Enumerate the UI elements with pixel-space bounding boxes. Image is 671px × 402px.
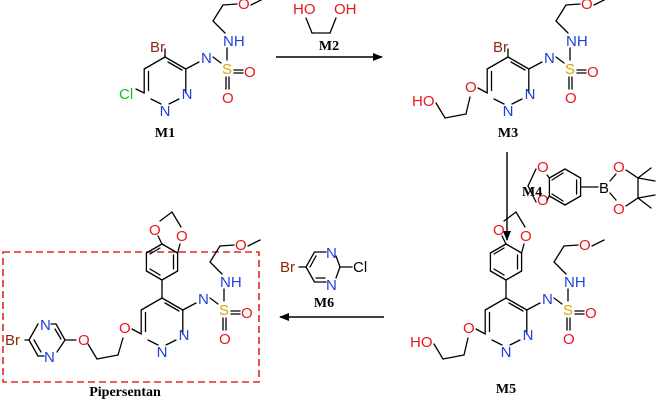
step-2: M4 O O B O O bbox=[503, 152, 656, 241]
highlight-box bbox=[2, 251, 260, 383]
bromine-atom: Br bbox=[150, 39, 165, 56]
m4-label: M4 bbox=[522, 185, 542, 200]
m6-n-bottom: N bbox=[326, 277, 337, 294]
m4-o-b-bottom: O bbox=[613, 201, 625, 218]
compound-m4: O O B O O bbox=[527, 159, 656, 218]
m5-label: M5 bbox=[496, 382, 516, 397]
product-pyr-n-bottom: N bbox=[44, 349, 55, 366]
compound-pipersentan: O O N N Br Pipersentan bbox=[2, 211, 261, 400]
boron-atom: B bbox=[599, 180, 609, 197]
compound-m5: M5 bbox=[409, 211, 605, 397]
step-3: Br N N Cl M6 bbox=[279, 245, 384, 321]
bromine-atom: Br bbox=[493, 39, 508, 56]
m2-label: M2 bbox=[319, 39, 339, 54]
linker-o-left: O bbox=[78, 332, 90, 349]
product-pyr-n-top: N bbox=[40, 317, 51, 334]
m4-o-bottom: O bbox=[537, 192, 549, 209]
product-br: Br bbox=[5, 332, 20, 349]
m6-n-top: N bbox=[326, 245, 337, 262]
compound-m6: Br N N Cl bbox=[280, 245, 367, 294]
m6-cl: Cl bbox=[353, 259, 367, 276]
pipersentan-label: Pipersentan bbox=[89, 385, 161, 400]
compound-m1: Br Cl M1 bbox=[119, 0, 264, 141]
chlorine-atom: Cl bbox=[119, 86, 133, 103]
m4-o-top: O bbox=[537, 159, 549, 176]
m2-ho: HO bbox=[293, 1, 316, 18]
linker-o-right: O bbox=[119, 320, 131, 337]
compound-m3: Br M3 bbox=[411, 0, 607, 141]
m6-br: Br bbox=[280, 259, 295, 276]
m1-label: M1 bbox=[155, 126, 175, 141]
step-1: HO OH M2 bbox=[276, 1, 383, 61]
m2-oh: OH bbox=[334, 1, 357, 18]
m4-o-b-top: O bbox=[613, 159, 625, 176]
m3-label: M3 bbox=[498, 126, 518, 141]
m6-label: M6 bbox=[314, 296, 334, 311]
compound-m2: HO OH bbox=[293, 1, 357, 34]
